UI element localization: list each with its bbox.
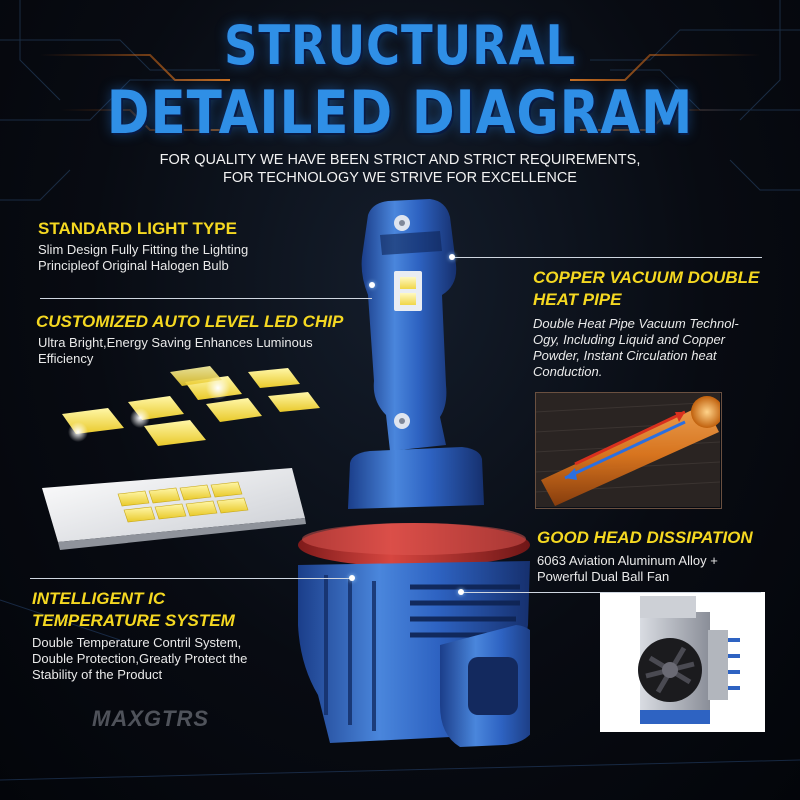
led-chip-desc-2: Efficiency: [38, 351, 94, 366]
dissipation-heading: GOOD HEAD DISSIPATION: [537, 528, 753, 547]
ic-system-desc-2: Double Protection,Greatly Protect the: [32, 651, 248, 666]
heat-pipe-icon: [535, 392, 720, 507]
ic-system-desc-1: Double Temperature Contril System,: [32, 635, 242, 650]
heat-pipe-frame: [535, 392, 722, 509]
heat-pipe-heading-1: COPPER VACUUM DOUBLE: [533, 268, 760, 287]
heat-pipe-heading-2: HEAT PIPE: [533, 290, 622, 309]
dissipation-desc-2: Powerful Dual Ball Fan: [537, 569, 670, 584]
leader-heat-pipe: [452, 257, 762, 258]
brand-watermark: MAXGTRS: [92, 706, 209, 731]
light-type-desc-2: Principleof Original Halogen Bulb: [38, 258, 229, 273]
light-type-heading: STANDARD LIGHT TYPE: [38, 219, 237, 238]
led-chip-array-icon: [42, 366, 320, 550]
leader-led-chip: [40, 298, 372, 299]
callout-dot-led-chip: [369, 282, 375, 288]
ic-system-heading-2: TEMPERATURE SYSTEM: [32, 611, 235, 630]
title-line-2: DETAILED DIAGRAM: [106, 78, 694, 148]
subtitle-line-1: FOR QUALITY WE HAVE BEEN STRICT AND STRI…: [159, 152, 641, 168]
leader-ic-system: [30, 578, 352, 579]
heat-pipe-desc-2: Ogy, Including Liquid and Copper: [533, 332, 725, 347]
led-chip-heading: CUSTOMIZED AUTO LEVEL LED CHIP: [36, 312, 344, 331]
ic-system-heading-1: INTELLIGENT IC: [32, 589, 166, 608]
led-chip-desc-1: Ultra Bright,Energy Saving Enhances Lumi…: [38, 335, 313, 350]
callout-dot-ic-system: [349, 575, 355, 581]
led-bulb-icon: [298, 199, 530, 747]
callout-dot-dissipation: [458, 589, 464, 595]
heat-pipe-desc-3: Powder, Instant Circulation heat: [533, 348, 717, 363]
callout-dot-heat-pipe: [449, 254, 455, 260]
heat-pipe-desc-4: Conduction.: [533, 364, 603, 379]
subtitle-line-2: FOR TECHNOLOGY WE STRIVE FOR EXCELLENCE: [223, 170, 577, 186]
cooling-fan-icon: [600, 592, 765, 732]
ic-system-desc-3: Stability of the Product: [32, 667, 163, 682]
light-type-desc-1: Slim Design Fully Fitting the Lighting: [38, 242, 249, 257]
dissipation-desc-1: 6063 Aviation Aluminum Alloy +: [537, 553, 718, 568]
title-line-1: STRUCTURAL: [224, 14, 576, 77]
heat-pipe-desc-1: Double Heat Pipe Vacuum Technol-: [533, 316, 739, 331]
leader-dissipation: [461, 592, 761, 593]
